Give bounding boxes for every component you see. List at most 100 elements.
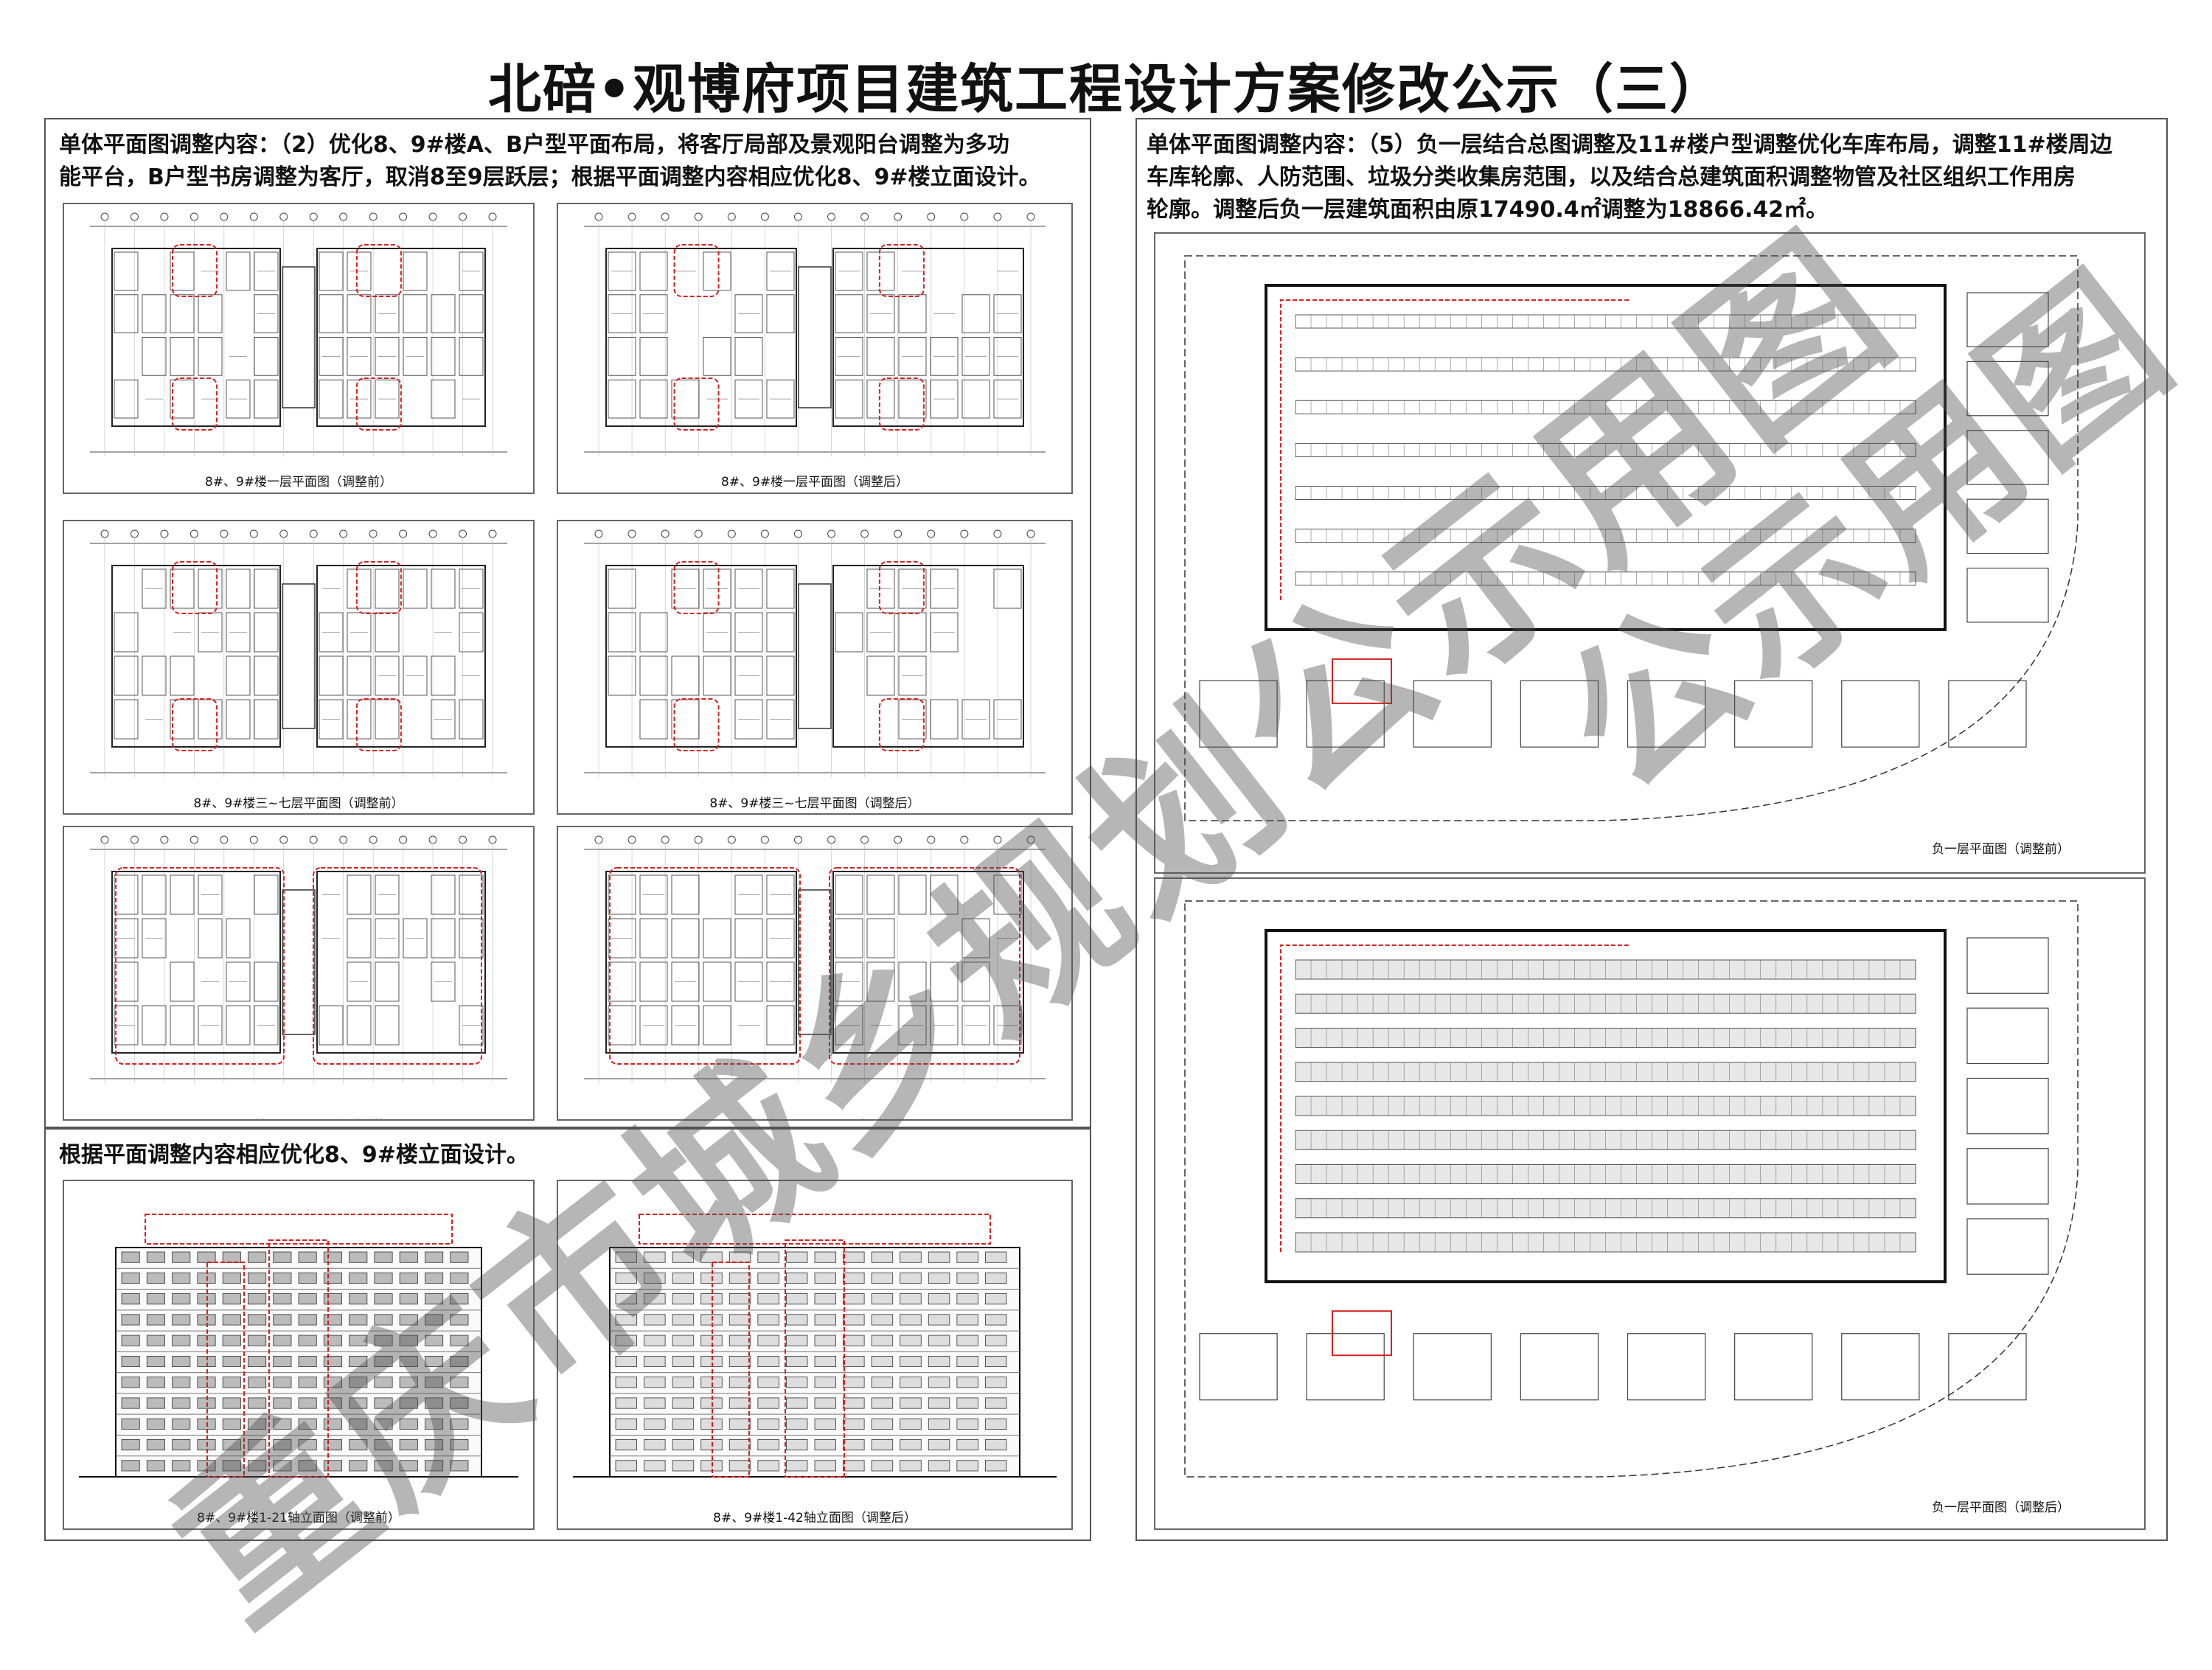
window — [672, 1377, 695, 1388]
room — [608, 294, 636, 333]
room — [226, 699, 251, 740]
revision-cloud — [609, 867, 801, 1065]
axis-bubble — [130, 835, 139, 844]
axis-bubble — [369, 529, 378, 538]
window — [323, 1377, 342, 1388]
elevation-drawing-2: 8#、9#楼1-42轴立面图（调整后） — [557, 1180, 1073, 1530]
revision-cloud — [673, 698, 720, 751]
room — [898, 337, 927, 376]
window — [672, 1418, 695, 1430]
building-outline — [605, 871, 797, 1054]
window — [273, 1377, 292, 1388]
room — [866, 379, 895, 419]
window — [644, 1460, 666, 1472]
room — [993, 379, 1022, 419]
room — [671, 568, 700, 609]
garage-outline — [1265, 284, 1947, 631]
axis-bubble — [220, 212, 229, 221]
window — [615, 1377, 637, 1388]
room — [347, 655, 372, 696]
window — [121, 1460, 140, 1472]
window — [871, 1460, 894, 1472]
window — [644, 1251, 666, 1263]
room — [703, 1005, 731, 1046]
room — [198, 337, 223, 376]
room — [170, 294, 195, 333]
room — [254, 568, 279, 609]
room — [459, 251, 484, 291]
window — [425, 1460, 444, 1472]
building-outline — [111, 871, 281, 1054]
tower-footprint — [1966, 361, 2049, 417]
window — [222, 1377, 241, 1388]
window — [425, 1251, 444, 1263]
room — [866, 568, 895, 609]
window — [399, 1397, 418, 1409]
revision-cloud — [172, 378, 218, 431]
window — [349, 1439, 368, 1451]
room — [375, 612, 400, 653]
window — [814, 1335, 836, 1346]
room — [898, 1005, 927, 1046]
window — [248, 1397, 267, 1409]
room — [993, 337, 1022, 376]
window — [425, 1397, 444, 1409]
window — [956, 1293, 978, 1305]
room — [226, 251, 251, 291]
room — [142, 337, 167, 376]
room — [142, 1005, 167, 1046]
window — [374, 1460, 393, 1472]
window — [928, 1335, 950, 1346]
window — [814, 1355, 836, 1368]
axis-bubble — [727, 529, 736, 538]
window — [349, 1251, 368, 1263]
axis-bubble — [960, 529, 969, 538]
window — [900, 1460, 922, 1472]
drawing-svg — [584, 212, 1046, 456]
room — [459, 1005, 484, 1046]
room — [639, 918, 668, 958]
window — [399, 1293, 418, 1305]
axis-bubble — [927, 835, 936, 844]
tower-footprint — [1966, 1077, 2049, 1135]
window — [298, 1314, 317, 1326]
window — [450, 1439, 469, 1451]
drawing-svg — [90, 835, 507, 1083]
core-stair — [798, 583, 832, 729]
room — [319, 699, 344, 740]
axis-bubble — [309, 835, 318, 844]
room — [226, 568, 251, 609]
axis-bubble — [760, 212, 769, 221]
room — [639, 612, 668, 653]
room — [766, 961, 795, 1002]
window — [172, 1439, 191, 1451]
window — [956, 1377, 978, 1388]
window — [172, 1314, 191, 1326]
axis-bubble — [860, 529, 869, 538]
building-outline — [111, 248, 281, 427]
room — [170, 699, 195, 740]
window — [900, 1335, 922, 1346]
axis-bubble — [760, 529, 769, 538]
room — [639, 251, 668, 291]
axis-bubble — [339, 212, 348, 221]
window — [172, 1418, 191, 1430]
axis-bubble — [488, 529, 497, 538]
window — [425, 1272, 444, 1284]
room — [198, 699, 223, 740]
room — [835, 612, 863, 653]
window — [900, 1439, 922, 1451]
window — [172, 1355, 191, 1368]
room — [226, 379, 251, 419]
room — [170, 251, 195, 291]
window — [871, 1335, 894, 1346]
room — [319, 337, 344, 376]
window — [298, 1397, 317, 1409]
room — [114, 655, 139, 696]
window — [786, 1418, 808, 1430]
room — [703, 961, 731, 1002]
room — [703, 568, 731, 609]
window — [672, 1251, 695, 1263]
window — [399, 1335, 418, 1346]
room — [431, 294, 456, 333]
